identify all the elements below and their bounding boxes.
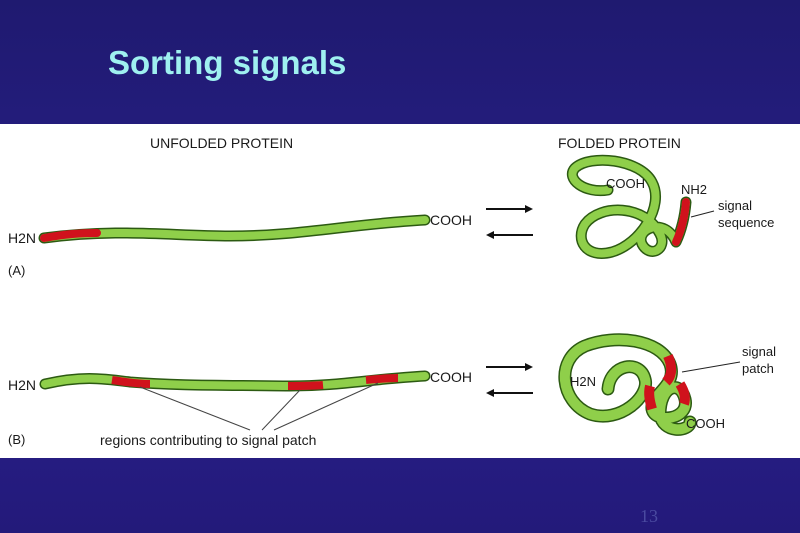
folded-signal-sequence [672,198,690,246]
patch-region-3 [365,374,399,384]
panel-a-equilibrium-arrows [486,205,533,239]
regions-pointer-lines [139,382,379,431]
panel-b-label: (B) [8,432,25,447]
panel-a-folded-c-terminus: COOH [606,176,645,191]
signal-sequence-label-2: sequence [718,215,774,230]
folded-header: FOLDED PROTEIN [558,135,681,151]
panel-b-folded-c-terminus: COOH [686,416,725,431]
unfolded-header: UNFOLDED PROTEIN [150,135,293,151]
patch-region-2 [287,381,324,390]
panel-a-folded-chain [567,154,692,259]
slide-title: Sorting signals [108,44,347,81]
patch-region-1 [111,376,151,388]
folded-patch-part-1 [662,354,677,386]
page-number: 13 [640,506,658,526]
protein-sorting-figure: UNFOLDED PROTEIN FOLDED PROTEIN H2N COOH… [0,124,800,458]
folded-patch-part-3 [675,381,690,406]
panel-a-n-terminus: H2N [8,230,36,246]
panel-a-folded-n-terminus: NH2 [681,182,707,197]
signal-patch-label-1: signal [742,344,776,359]
signal-sequence-pointer [690,210,715,218]
panel-a-label: (A) [8,263,25,278]
panel-b-folded-chain [558,333,697,436]
signal-patch-label-2: patch [742,361,774,376]
panel-b-c-terminus: COOH [430,369,472,385]
folded-patch-part-2 [644,384,657,411]
panel-a-c-terminus: COOH [430,212,472,228]
panel-b-folded-n-terminus: H2N [570,374,596,389]
panel-b-unfolded-chain [39,370,431,392]
regions-caption: regions contributing to signal patch [100,432,316,448]
signal-sequence-segment [40,229,101,242]
panel-b-n-terminus: H2N [8,377,36,393]
signal-patch-pointer [681,361,741,373]
signal-sequence-label-1: signal [718,198,752,213]
figure-svg: UNFOLDED PROTEIN FOLDED PROTEIN H2N COOH… [8,135,776,448]
panel-b-equilibrium-arrows [486,363,533,397]
panel-a-unfolded-chain [38,214,431,244]
